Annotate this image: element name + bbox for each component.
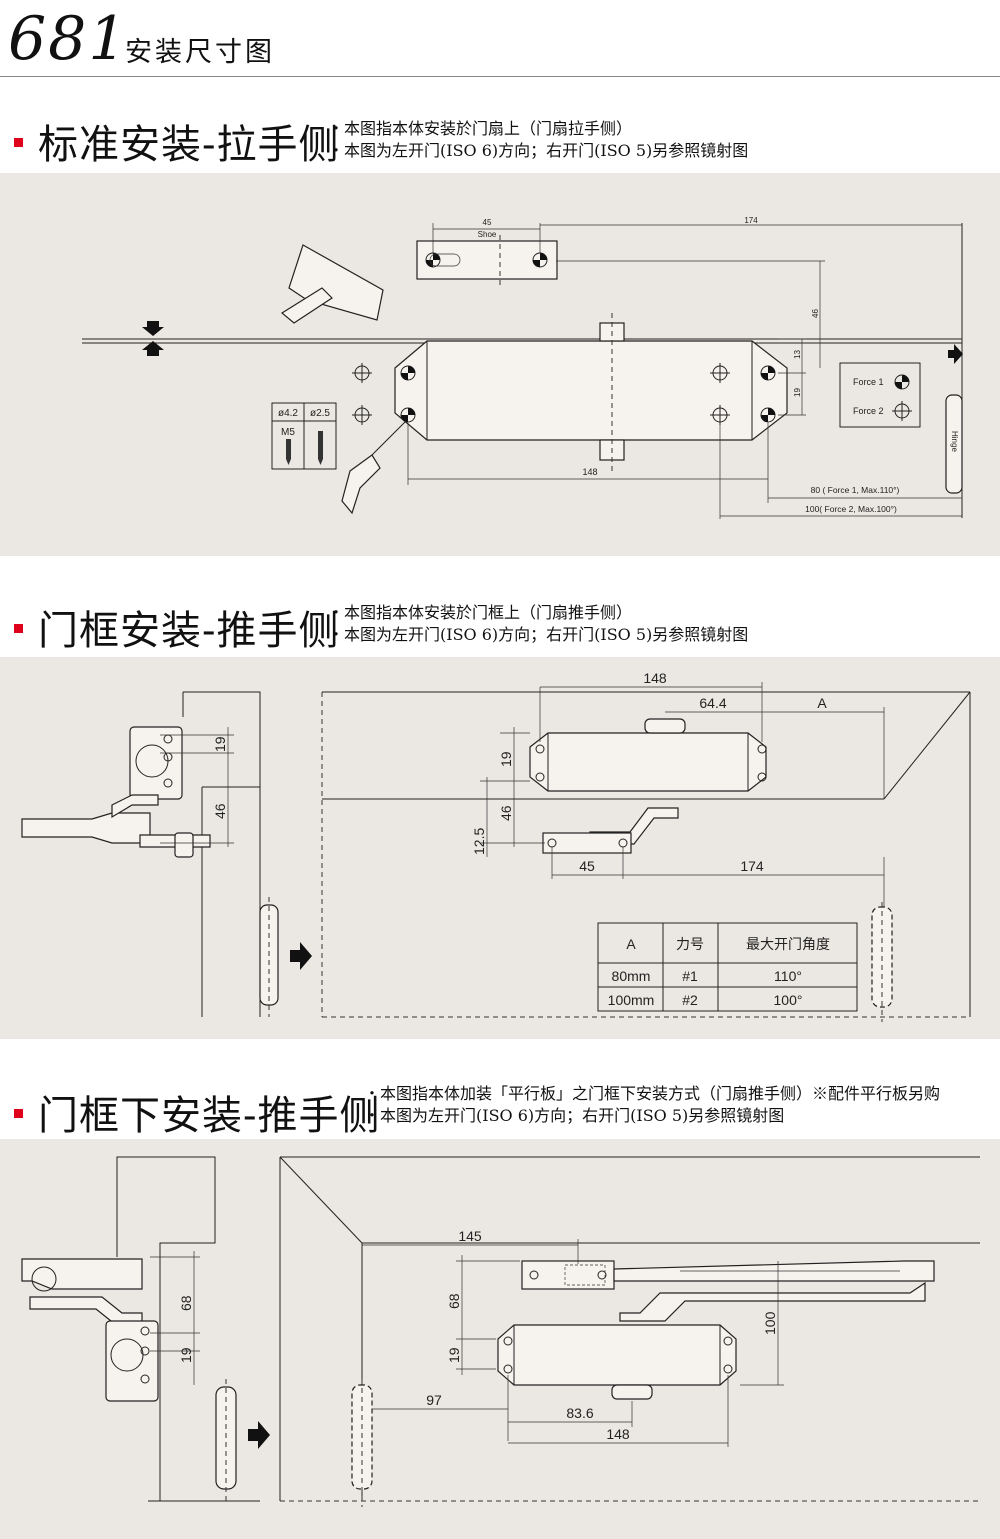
table-cell: 110° [774, 968, 802, 984]
section-title: 门框下安装-推手侧 [38, 1093, 381, 1139]
dim-19: 19 [793, 388, 802, 397]
table-cell: 100° [774, 992, 803, 1008]
dim-19-front: 19 [498, 751, 514, 767]
note-line: ・本图指本体安装於门扇上（门扇拉手侧） [328, 119, 633, 138]
section-bullet-icon [14, 1109, 23, 1118]
dim-100: 100( Force 2, Max.100°) [805, 504, 897, 514]
table-header: 力号 [676, 936, 704, 952]
dim-148: 148 [582, 467, 597, 477]
dim-97: 97 [426, 1392, 442, 1408]
force-2-label: Force 2 [853, 406, 884, 416]
force-1-label: Force 1 [853, 377, 884, 387]
dim-19-side: 19 [178, 1347, 194, 1363]
section-bullet-icon [14, 624, 23, 633]
diagram-frame-install: 19 46 148 64.4 A 19 46 12.5 45 174 [21, 670, 971, 1022]
dim-46: 46 [811, 309, 820, 318]
page-title: 安装尺寸图 [125, 37, 275, 68]
dim-64-4: 64.4 [699, 695, 726, 711]
dim-A: A [817, 695, 827, 711]
table-cell: 80mm [612, 968, 651, 984]
dim-19-side: 19 [212, 736, 228, 752]
dim-80: 80 ( Force 1, Max.110°) [811, 485, 900, 495]
table-cell: 100mm [608, 992, 655, 1008]
dim-68-side: 68 [178, 1295, 194, 1311]
section-notes: ・本图指本体安装於门框上（门扇推手侧） ・本图为左开门(ISO 6)方向；右开门… [328, 602, 748, 646]
force-table: A 力号 最大开门角度 80mm #1 110° 100mm #2 100° [597, 922, 858, 1012]
dim-46-front: 46 [498, 805, 514, 821]
dim-174: 174 [744, 216, 758, 225]
diagram-frame-under-install: 68 19 145 68 19 100 97 83.6 148 [21, 1156, 980, 1507]
dim-174-front: 174 [740, 858, 764, 874]
dim-68-front: 68 [446, 1293, 462, 1309]
diagram-panel-2 [0, 657, 1000, 1039]
table-cell: #2 [682, 992, 698, 1008]
note-line: ・本图指本体加装「平行板」之门框下安装方式（门扇推手侧）※配件平行板另购 [364, 1084, 941, 1103]
table-cell: #1 [682, 968, 698, 984]
note-line: ・本图为左开门(ISO 6)方向；右开门(ISO 5)另参照镜射图 [328, 625, 749, 644]
note-line: ・本图为左开门(ISO 6)方向；右开门(ISO 5)另参照镜射图 [364, 1106, 785, 1125]
dim-145: 145 [458, 1228, 482, 1244]
dim-100-front: 100 [762, 1311, 778, 1335]
section-title: 门框安装-推手侧 [38, 608, 340, 654]
hinge-label: Hinge [950, 431, 959, 452]
model-number: 681 [8, 4, 129, 74]
dim-19-front: 19 [446, 1347, 462, 1363]
section-title: 标准安装-拉手侧 [38, 122, 340, 168]
shoe-label: Shoe [478, 230, 497, 239]
header-divider [0, 76, 1000, 77]
dim-12-5: 12.5 [471, 828, 487, 855]
screw-size-1: ø4.2 [278, 408, 298, 419]
dim-45: 45 [483, 218, 492, 227]
table-header: A [626, 936, 636, 952]
dim-148-front: 148 [606, 1426, 630, 1442]
screw-size-3: M5 [281, 427, 295, 438]
note-line: ・本图为左开门(ISO 6)方向；右开门(ISO 5)另参照镜射图 [328, 141, 749, 160]
dim-148-frame: 148 [643, 670, 667, 686]
section-notes: ・本图指本体安装於门扇上（门扇拉手侧） ・本图为左开门(ISO 6)方向；右开门… [328, 118, 748, 162]
diagram-standard-install: 45 Shoe 174 46 ø4.2 ø2.5 M5 13 19 148 [82, 216, 963, 519]
table-header: 最大开门角度 [746, 936, 830, 952]
screw-size-2: ø2.5 [310, 408, 330, 419]
dim-46-side: 46 [212, 803, 228, 819]
dim-83-6: 83.6 [566, 1405, 593, 1421]
section-bullet-icon [14, 138, 23, 147]
note-line: ・本图指本体安装於门框上（门扇推手侧） [328, 603, 633, 622]
section-notes: ・本图指本体加装「平行板」之门框下安装方式（门扇推手侧）※配件平行板另购 ・本图… [364, 1083, 940, 1127]
dim-45-front: 45 [579, 858, 595, 874]
dim-13: 13 [793, 350, 802, 359]
